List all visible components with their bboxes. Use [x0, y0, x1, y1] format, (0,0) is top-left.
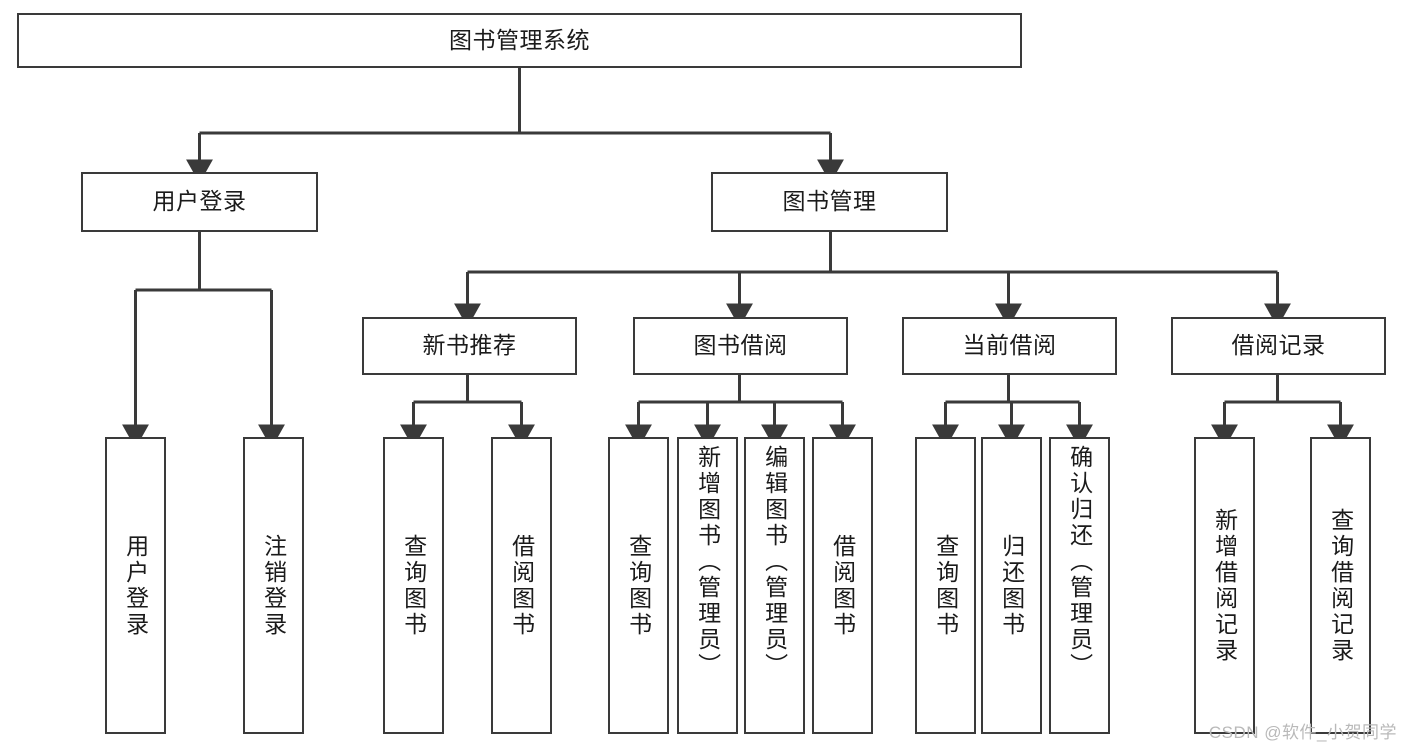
node-leaf-borrow-book-2[interactable]: 借阅图书 [812, 437, 873, 734]
node-leaf-borrow-book-1-label: 借阅图书 [508, 533, 535, 638]
node-borrow-record-label: 借阅记录 [1231, 332, 1326, 359]
node-leaf-confirm-return-admin-label: 确认归还（管理员） [1066, 445, 1093, 679]
node-leaf-query-borrow-record[interactable]: 查询借阅记录 [1310, 437, 1371, 734]
node-leaf-edit-book-admin[interactable]: 编辑图书（管理员） [744, 437, 805, 734]
csdn-watermark: CSDN @软件_小贺同学 [1208, 723, 1397, 742]
node-leaf-query-book-1[interactable]: 查询图书 [383, 437, 444, 734]
node-book-management-label: 图书管理 [782, 188, 877, 215]
node-user-login-label: 用户登录 [152, 188, 247, 215]
node-leaf-edit-book-admin-label: 编辑图书（管理员） [761, 445, 788, 679]
node-current-borrow-label: 当前借阅 [962, 332, 1057, 359]
node-leaf-logout-login[interactable]: 注销登录 [243, 437, 304, 734]
node-leaf-query-book-2-label: 查询图书 [625, 533, 652, 638]
node-leaf-user-login-label: 用户登录 [122, 533, 149, 638]
node-leaf-return-book[interactable]: 归还图书 [981, 437, 1042, 734]
node-leaf-query-book-3[interactable]: 查询图书 [915, 437, 976, 734]
node-root-book-management-system[interactable]: 图书管理系统 [17, 13, 1022, 68]
node-book-borrow-label: 图书借阅 [693, 332, 788, 359]
node-leaf-add-book-admin-label: 新增图书（管理员） [694, 445, 721, 679]
node-leaf-borrow-book-1[interactable]: 借阅图书 [491, 437, 552, 734]
node-leaf-query-book-3-label: 查询图书 [932, 533, 959, 638]
node-leaf-user-login[interactable]: 用户登录 [105, 437, 166, 734]
node-leaf-confirm-return-admin[interactable]: 确认归还（管理员） [1049, 437, 1110, 734]
node-user-login[interactable]: 用户登录 [81, 172, 318, 232]
node-leaf-query-borrow-record-label: 查询借阅记录 [1327, 507, 1354, 664]
node-leaf-add-borrow-record-label: 新增借阅记录 [1211, 507, 1238, 664]
node-book-management[interactable]: 图书管理 [711, 172, 948, 232]
node-leaf-logout-login-label: 注销登录 [260, 533, 287, 638]
node-leaf-add-book-admin[interactable]: 新增图书（管理员） [677, 437, 738, 734]
node-current-borrow[interactable]: 当前借阅 [902, 317, 1117, 375]
node-leaf-query-book-2[interactable]: 查询图书 [608, 437, 669, 734]
node-leaf-query-book-1-label: 查询图书 [400, 533, 427, 638]
node-leaf-add-borrow-record[interactable]: 新增借阅记录 [1194, 437, 1255, 734]
node-leaf-return-book-label: 归还图书 [998, 533, 1025, 638]
node-book-borrow[interactable]: 图书借阅 [633, 317, 848, 375]
node-new-book-recommend[interactable]: 新书推荐 [362, 317, 577, 375]
node-root-label: 图书管理系统 [449, 26, 590, 53]
node-new-book-recommend-label: 新书推荐 [422, 332, 517, 359]
node-leaf-borrow-book-2-label: 借阅图书 [829, 533, 856, 638]
node-borrow-record[interactable]: 借阅记录 [1171, 317, 1386, 375]
